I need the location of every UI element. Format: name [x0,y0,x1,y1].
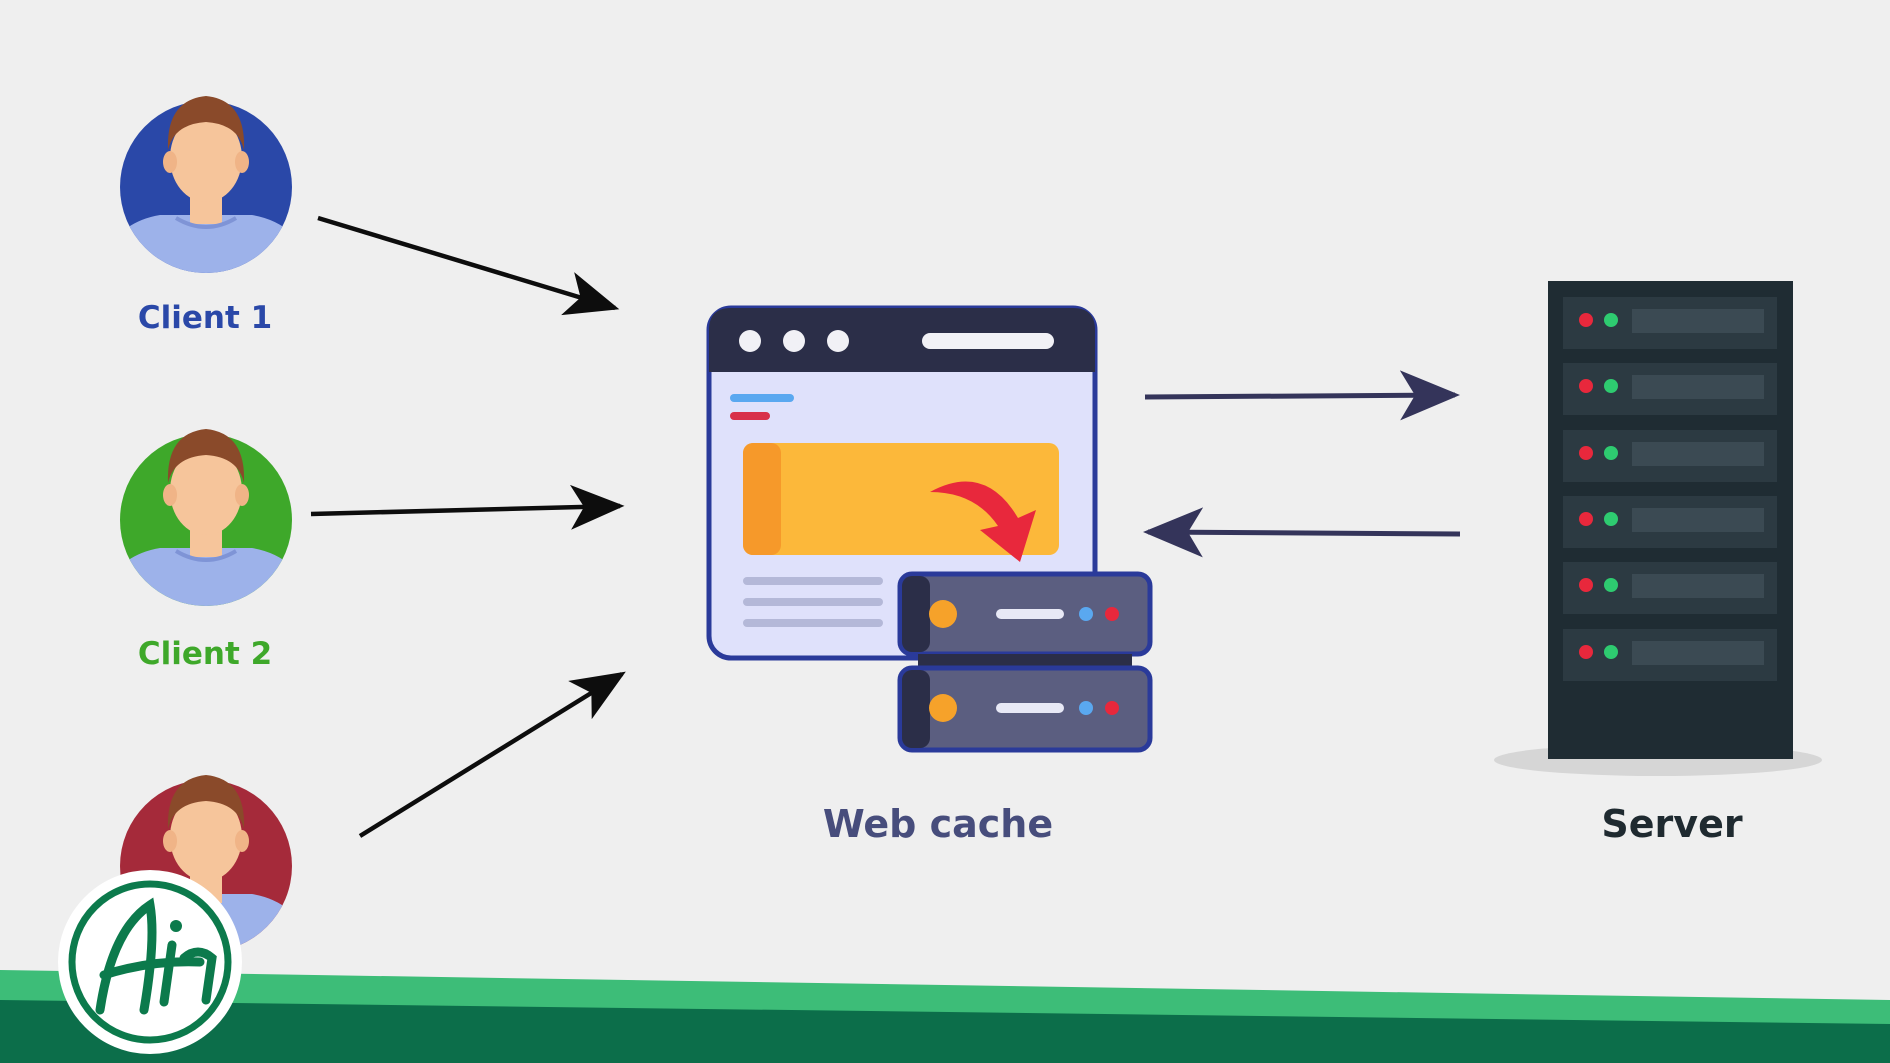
server-rack-icon [1494,281,1822,776]
server-slot-6 [1563,629,1777,681]
server-slot-4 [1563,496,1777,548]
client3-to-cache-arrow [358,671,626,838]
server-to-cache-arrow [1143,507,1461,558]
web-cache-icon [706,305,1153,753]
client2-label: Client 2 [137,636,273,672]
server-slot-3 [1563,430,1777,482]
footer-band [0,970,1890,1063]
client1-label: Client 1 [137,300,273,336]
server-label: Server [1601,802,1743,846]
cache-to-server-arrow [1144,370,1460,421]
client2-avatar-icon [120,429,292,606]
client1-avatar-icon [120,96,292,273]
client1-to-cache-arrow [317,215,620,316]
server-slot-5 [1563,562,1777,614]
air-logo-icon [58,870,242,1054]
server-slot-2 [1563,363,1777,415]
client2-to-cache-arrow [310,484,625,530]
web-cache-label: Web cache [822,802,1054,846]
server-slot-1 [1563,297,1777,349]
